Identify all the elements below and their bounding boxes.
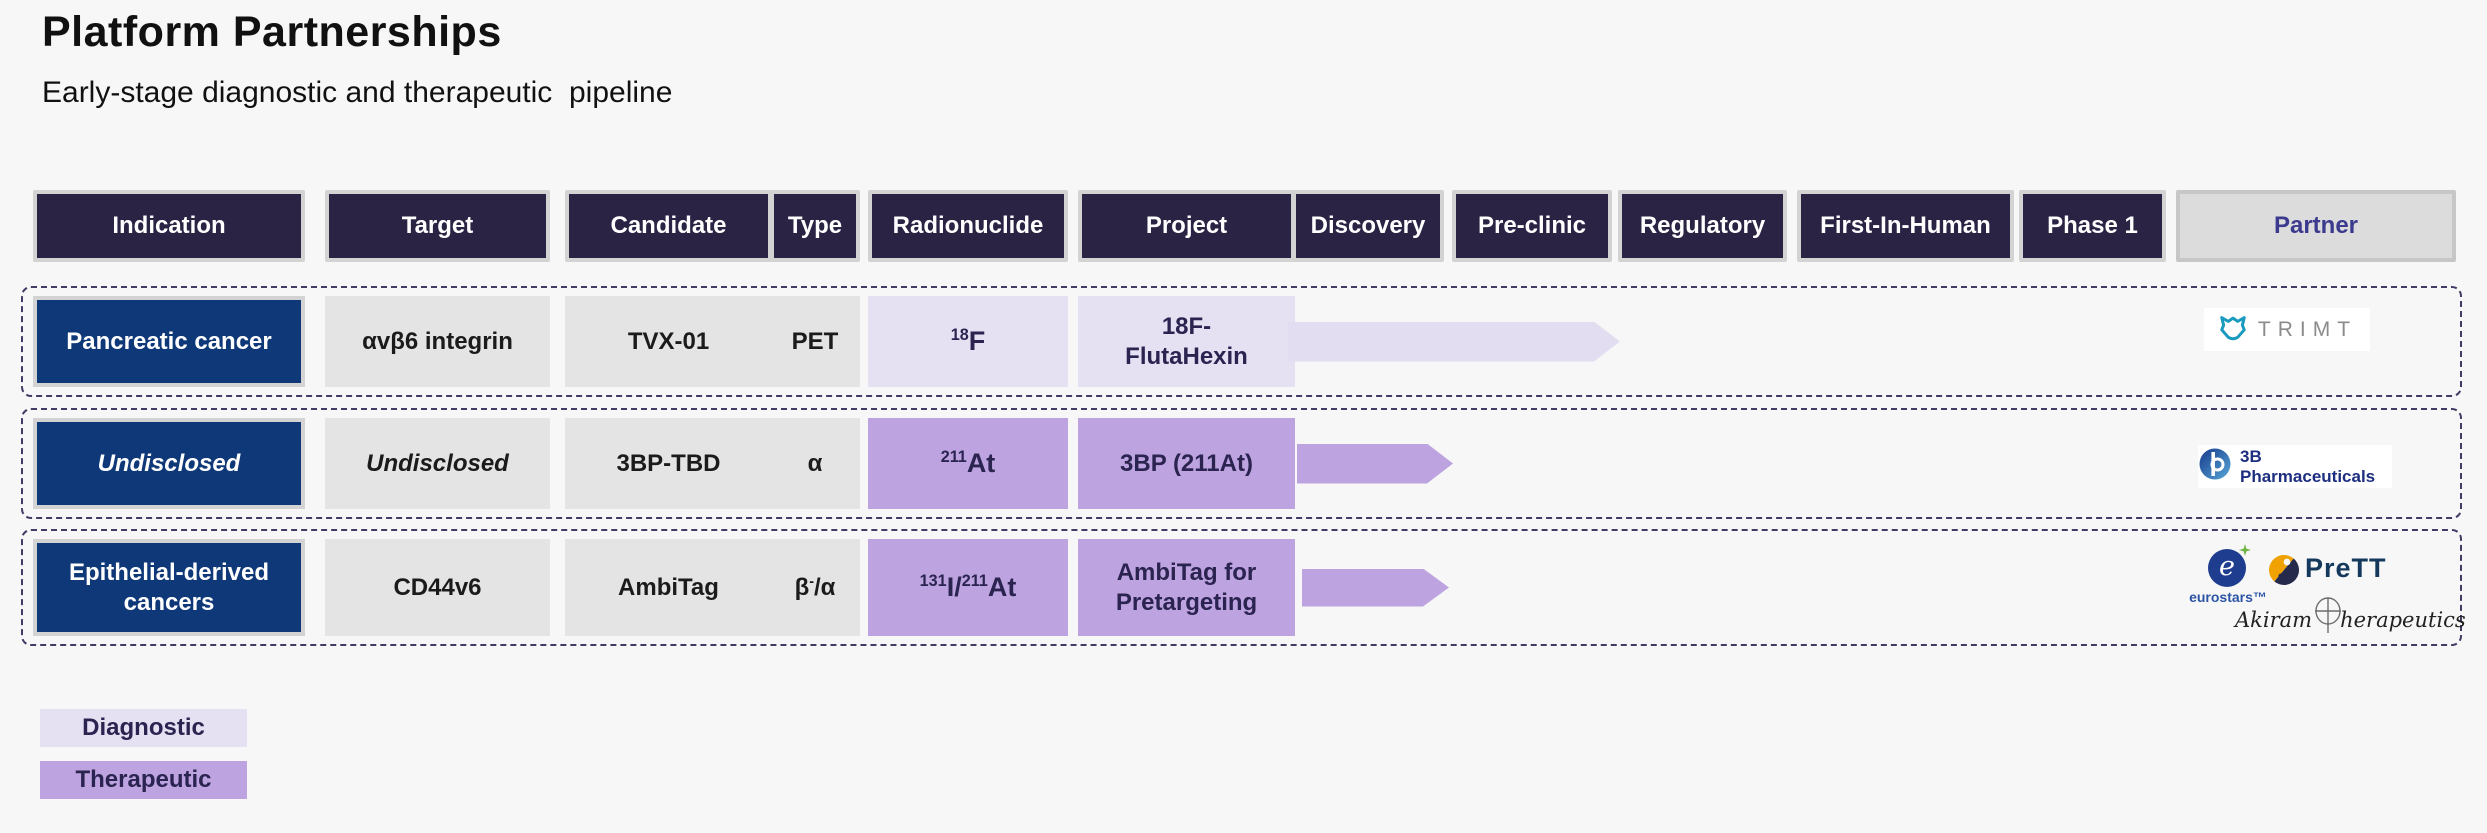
eurostars-wordmark: eurostars™ [2189,589,2267,605]
page-title: Platform Partnerships [42,8,502,56]
indication-cell: Undisclosed [33,418,305,509]
radionuclide-text: 211At [940,447,996,478]
akiram-therapeutics-logo: Akiram herapeutics [2235,597,2466,635]
trimt-wordmark: TRIMT [2257,317,2358,341]
column-header-target: Target [325,190,550,262]
partner-logo-3b-pharmaceuticals: 3B Pharmaceuticals [2198,445,2392,488]
radionuclide-cell: 131I/211At [868,539,1068,636]
progress-arrow [1297,444,1453,484]
type-cell: PET [770,296,860,387]
prett-icon [2267,553,2301,592]
radionuclide-cell: 18F [868,296,1068,387]
target-cell: αvβ6 integrin [325,296,550,387]
column-header-indication: Indication [33,190,305,262]
3b-pharmaceuticals-icon [2198,447,2232,486]
candidate-cell: 3BP-TBD [565,418,772,509]
project-cell: 3BP (211At) [1078,418,1295,509]
pipeline-row-pancreatic: Pancreatic cancer αvβ6 integrin TVX-01 P… [21,286,2462,397]
progress-arrow [1288,322,1620,362]
indication-cell: Pancreatic cancer [33,296,305,387]
eurostars-star-icon [2239,544,2251,556]
partner-logo-cluster: e eurostars™ PreTT Akiram [2183,543,2466,643]
column-header-phase1: Phase 1 [2019,190,2166,262]
target-cell: Undisclosed [325,418,550,509]
column-header-partner: Partner [2176,190,2456,262]
column-header-candidate: Candidate [565,190,772,262]
3b-pharmaceuticals-wordmark: 3B Pharmaceuticals [2240,446,2376,486]
akiram-wordmark-right: herapeutics [2340,608,2466,632]
column-header-first-in-human: First-In-Human [1797,190,2014,262]
column-header-project: Project [1078,190,1295,262]
candidate-cell: TVX-01 [565,296,772,387]
page-subtitle: Early-stage diagnostic and therapeutic p… [42,76,673,109]
type-cell: α [770,418,860,509]
column-header-preclinic: Pre-clinic [1452,190,1612,262]
progress-arrow [1302,569,1449,607]
type-text: β-/α [794,573,836,601]
type-text: α [807,449,823,477]
type-cell: β-/α [770,539,860,636]
trimt-icon [2217,312,2249,347]
radionuclide-text: 18F [950,325,986,356]
column-header-regulatory: Regulatory [1618,190,1787,262]
akiram-wordmark-left: Akiram [2235,608,2313,632]
akiram-circle-icon [2315,597,2342,633]
column-header-type: Type [770,190,860,262]
column-header-discovery: Discovery [1292,190,1444,262]
legend-diagnostic: Diagnostic [40,709,247,747]
prett-wordmark: PreTT [2305,553,2387,583]
radionuclide-text: 131I/211At [919,571,1017,602]
partner-logo-trimt: TRIMT [2204,308,2370,351]
radionuclide-cell: 211At [868,418,1068,509]
project-cell: AmbiTag for Pretargeting [1078,539,1295,636]
eurostars-icon: e [2208,549,2246,587]
candidate-cell: AmbiTag [565,539,772,636]
indication-cell: Epithelial-derived cancers [33,539,305,636]
project-cell: 18F-FlutaHexin [1078,296,1295,387]
target-cell: CD44v6 [325,539,550,636]
pipeline-row-undisclosed: Undisclosed Undisclosed 3BP-TBD α 211At … [21,408,2462,519]
type-text: PET [791,327,839,355]
column-header-radionuclide: Radionuclide [868,190,1068,262]
legend-therapeutic: Therapeutic [40,761,247,799]
pipeline-row-epithelial: Epithelial-derived cancers CD44v6 AmbiTa… [21,529,2466,646]
